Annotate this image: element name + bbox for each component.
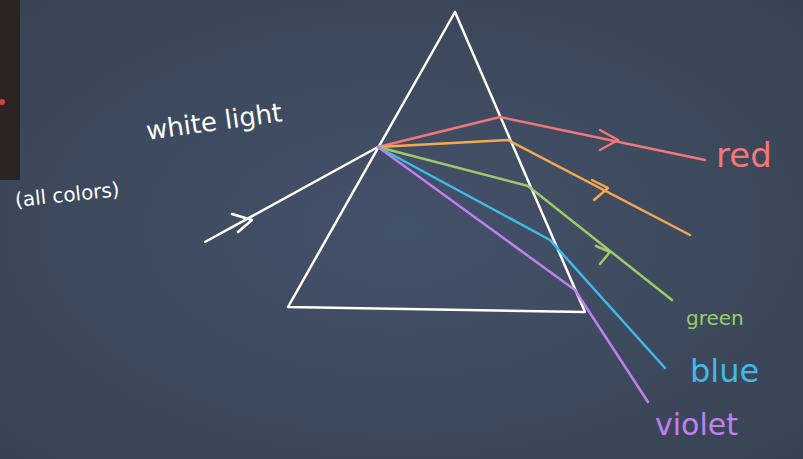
ray-arrowhead xyxy=(600,130,618,150)
ray-arrowhead xyxy=(232,214,252,232)
orange-ray xyxy=(378,140,690,235)
ray-arrowhead xyxy=(592,180,608,200)
violet-label: violet xyxy=(655,410,738,440)
green-label: green xyxy=(686,308,744,328)
red-label: red xyxy=(716,138,772,172)
blue-ray xyxy=(378,147,665,368)
red-ray xyxy=(378,117,705,160)
panel-dot xyxy=(0,99,5,105)
violet-ray xyxy=(378,147,648,402)
ray-arrowhead xyxy=(596,246,610,264)
side-panel xyxy=(0,0,20,180)
white-light-ray xyxy=(205,147,378,242)
blue-label: blue xyxy=(690,355,759,387)
